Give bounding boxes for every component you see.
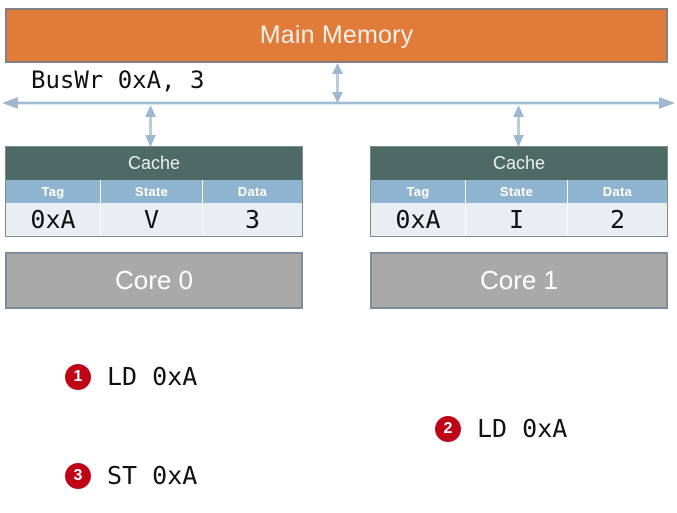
step-badge-1: 1 <box>65 363 91 390</box>
step-badge-3: 3 <box>65 462 91 489</box>
node-core0: Cache Tag State Data 0xA V 3 Core 0 <box>5 146 303 309</box>
cache-col-data-1: Data <box>602 184 633 199</box>
main-memory-label: Main Memory <box>259 21 414 49</box>
memory-bus-connector <box>332 63 343 103</box>
bus-cache0-connector <box>145 105 156 147</box>
cache-col-tag-0: Tag <box>6 180 101 203</box>
cache-col-tag-1: Tag <box>371 180 466 203</box>
cache-table-0: Cache Tag State Data 0xA V 3 <box>5 146 303 237</box>
cache-value-tag-1: 0xA <box>371 203 466 236</box>
step-text-2: LD 0xA <box>477 414 568 443</box>
cache-value-tag-0: 0xA <box>6 203 101 236</box>
cache-value-state-1: I <box>466 203 568 236</box>
step-item-2: 2 LD 0xA <box>435 414 567 443</box>
cache-table-1: Cache Tag State Data 0xA I 2 <box>370 146 668 237</box>
step-item-1: 1 LD 0xA <box>65 362 197 391</box>
main-memory-block: Main Memory <box>5 8 668 63</box>
cache-col-state-0: State <box>101 180 203 203</box>
cache-value-data-1: 2 <box>609 205 626 234</box>
cache-value-data-0: 3 <box>244 205 261 234</box>
step-item-3: 3 ST 0xA <box>65 461 197 490</box>
cache-title-0: Cache <box>6 147 302 180</box>
cache-col-data-0: Data <box>237 184 268 199</box>
core-block-0: Core 0 <box>5 252 303 309</box>
core-label-1: Core 1 <box>479 265 559 295</box>
cache-data-row-0: 0xA V 3 <box>6 203 302 236</box>
bus-lines <box>2 97 675 109</box>
core-block-1: Core 1 <box>370 252 668 309</box>
cache-header-row-1: Tag State Data <box>371 180 667 203</box>
bus-transaction-label: BusWr 0xA, 3 <box>31 66 205 94</box>
core-label-0: Core 0 <box>114 265 194 295</box>
cache-title-1: Cache <box>371 147 667 180</box>
step-badge-2: 2 <box>435 415 461 442</box>
cache-data-row-1: 0xA I 2 <box>371 203 667 236</box>
node-core1: Cache Tag State Data 0xA I 2 Core 1 <box>370 146 668 309</box>
bus-cache1-connector <box>513 105 524 147</box>
step-text-3: ST 0xA <box>107 461 198 490</box>
cache-header-row-0: Tag State Data <box>6 180 302 203</box>
cache-col-state-1: State <box>466 180 568 203</box>
step-text-1: LD 0xA <box>107 362 198 391</box>
cache-value-state-0: V <box>101 203 203 236</box>
